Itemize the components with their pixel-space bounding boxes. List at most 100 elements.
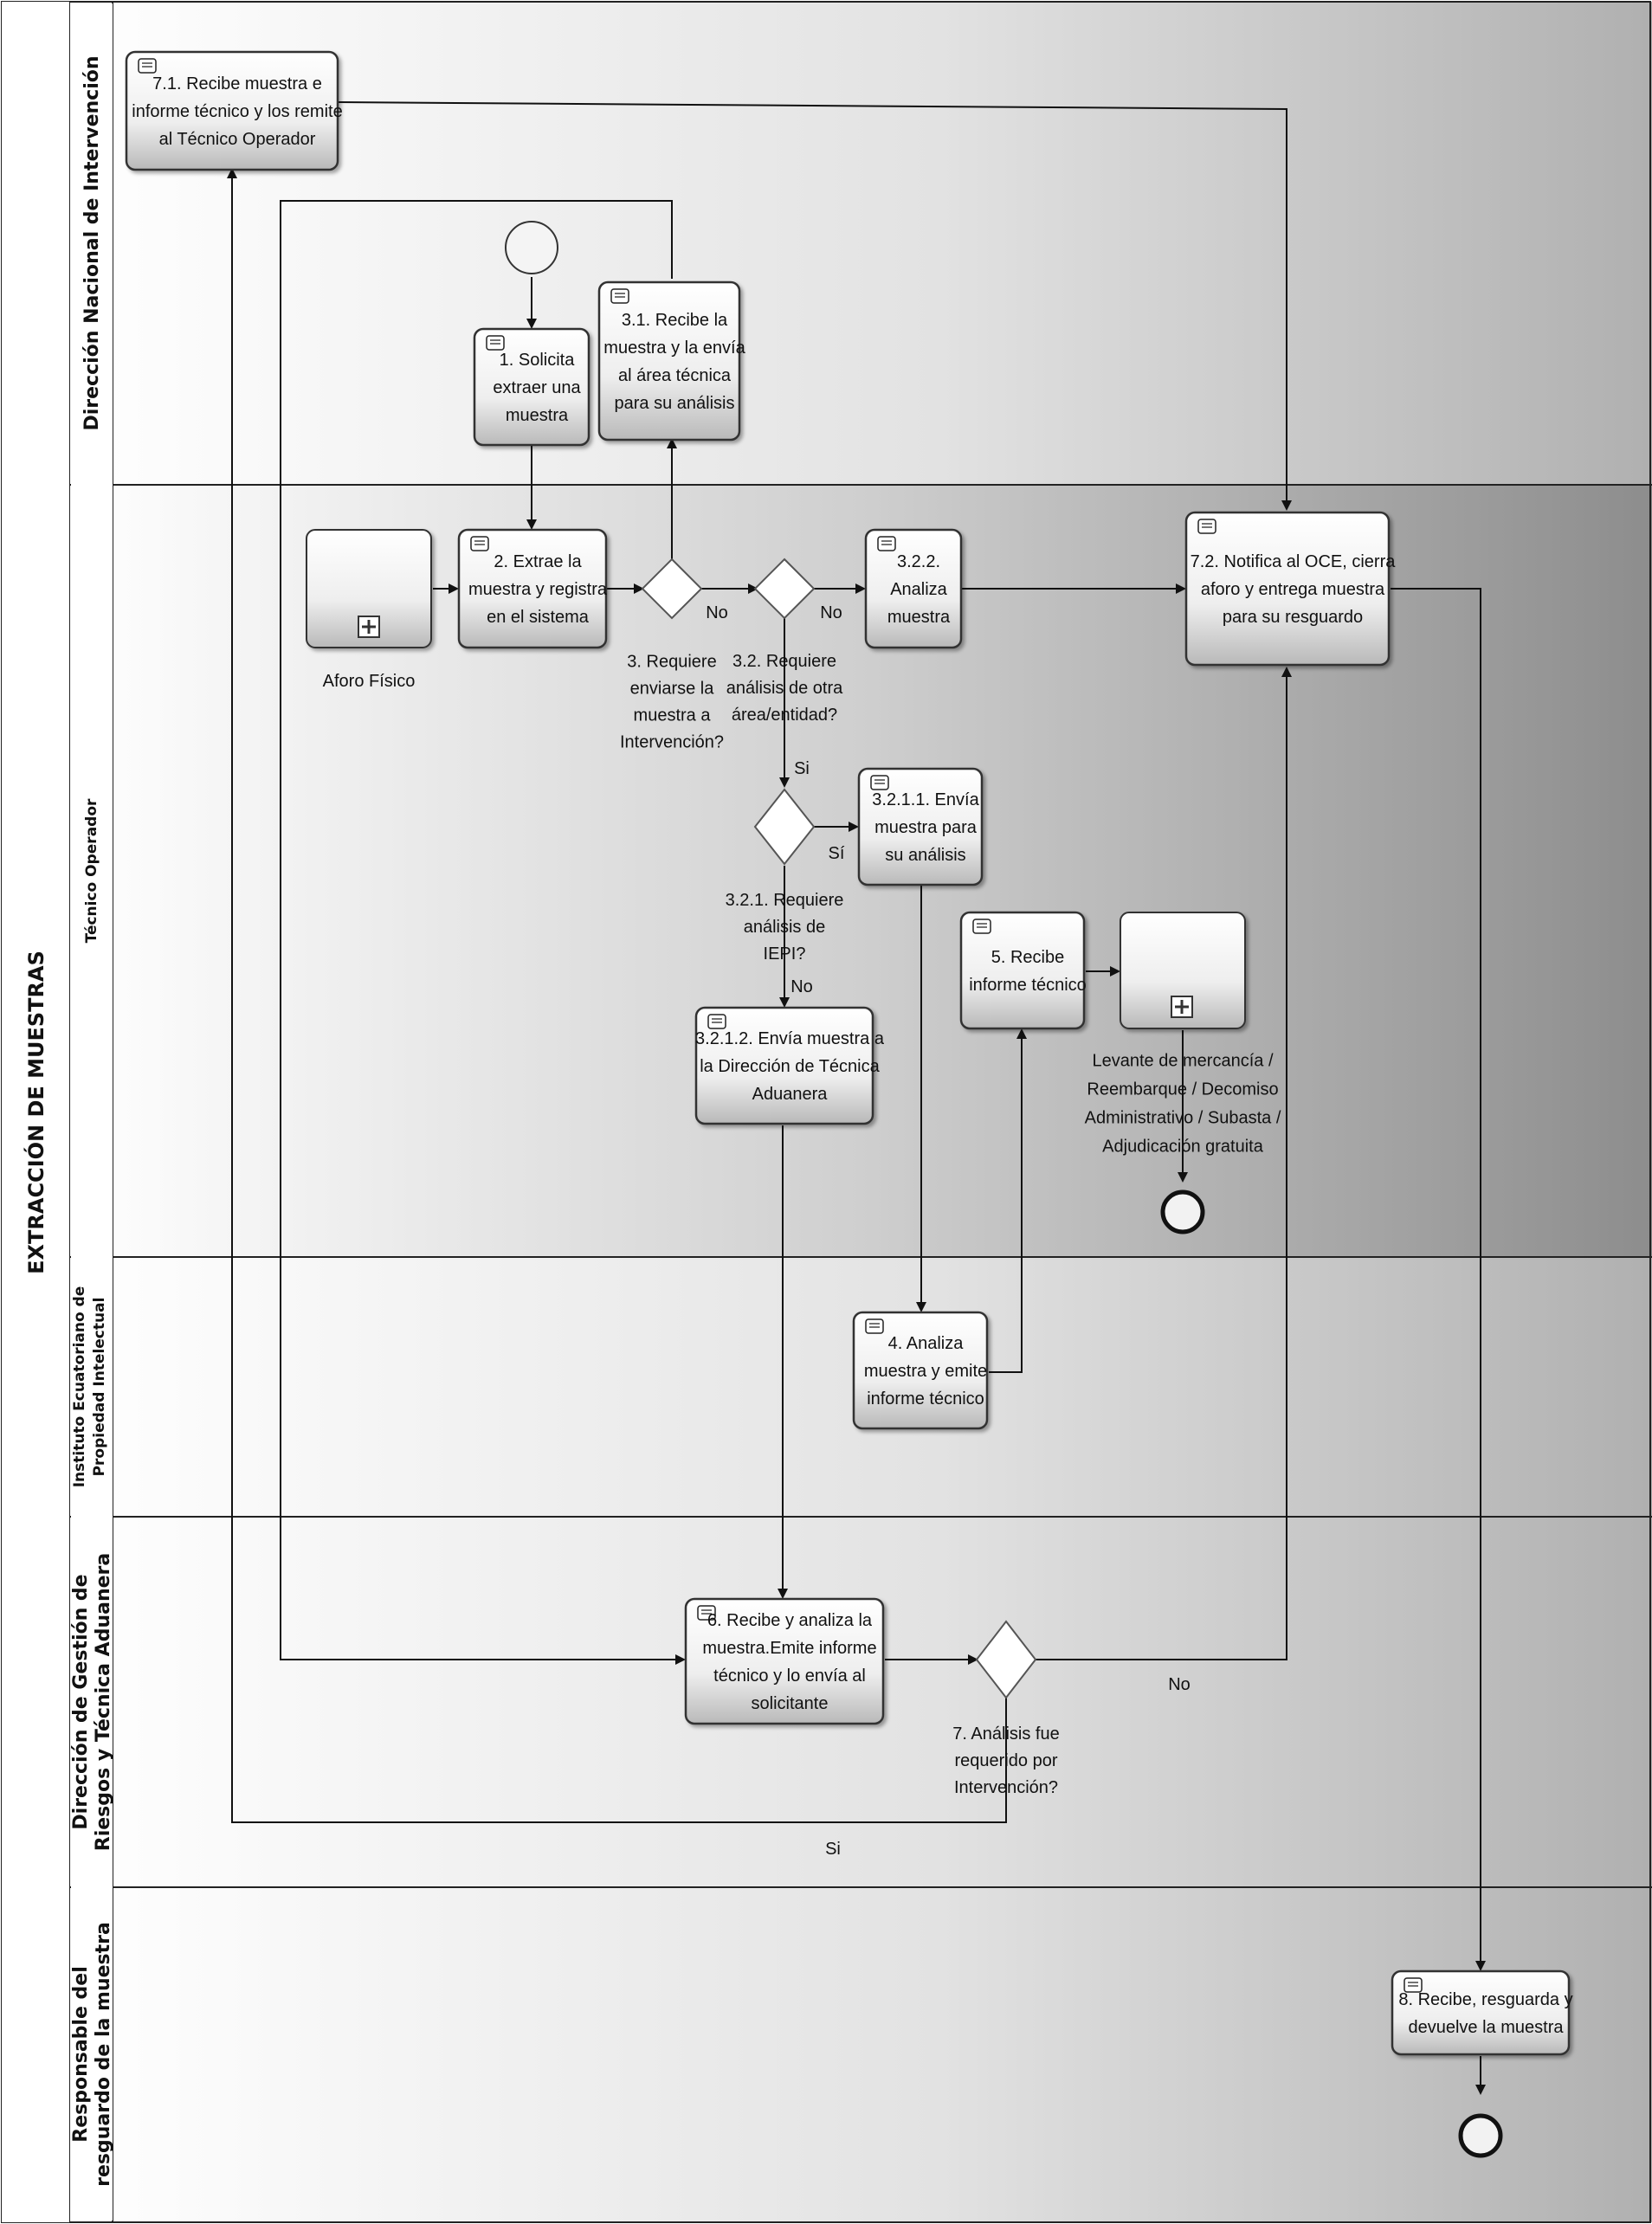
- subprocess-levante-box: [1120, 912, 1246, 1029]
- task-marker-icon-lines: [977, 923, 987, 928]
- task-t3211-label-line: 3.2.1.1. Envía: [872, 790, 979, 809]
- gateway-7-label-line: requerido por: [955, 1751, 1058, 1770]
- gateway-3-label-line: 3. Requiere: [627, 653, 716, 672]
- lane-label-dgr-2: Riesgos y Técnica Aduanera: [93, 1553, 114, 1851]
- subprocess-levante[interactable]: [1120, 912, 1246, 1029]
- subprocess-levante-label-line: Administrativo / Subasta /: [1085, 1109, 1281, 1128]
- task-t3211-label-line: su análisis: [885, 846, 965, 865]
- gateway-7-label-line: Intervención?: [954, 1778, 1058, 1797]
- task-t8-box: [1391, 1969, 1571, 2056]
- task-marker-icon: [1404, 1977, 1423, 1993]
- task-t2-label-line: en el sistema: [487, 608, 590, 627]
- subprocess-aforo-label-line: Aforo Físico: [323, 672, 416, 691]
- task-marker-icon-lines: [869, 1323, 880, 1328]
- task-t71-box: [125, 50, 339, 171]
- task-t322[interactable]: 3.2.2. Analiza muestra: [864, 528, 963, 649]
- subprocess-levante-label-line: Reembarque / Decomiso: [1087, 1080, 1278, 1099]
- task-t31-label-line: al área técnica: [618, 366, 732, 385]
- flow-label-g7-no: No: [1168, 1675, 1191, 1694]
- task-marker-icon: [610, 288, 629, 304]
- task-marker-icon: [486, 335, 505, 351]
- subprocess-aforo[interactable]: [306, 529, 432, 648]
- flow-label-g3-no: No: [706, 603, 728, 622]
- task-marker-icon-lines: [712, 1018, 722, 1023]
- task-t3212-label-line: 3.2.1.2. Envía muestra a: [695, 1029, 885, 1048]
- task-t322-box: [864, 528, 963, 649]
- task-t6-label-line: técnico y lo envía al: [713, 1666, 866, 1686]
- pool-title: EXTRACCIÓN DE MUESTRAS: [23, 951, 48, 1274]
- task-t31-label-line: para su análisis: [615, 394, 735, 413]
- task-t8-label-line: devuelve la muestra: [1409, 2018, 1565, 2037]
- flow-71-to-72: [337, 101, 1292, 511]
- task-marker-icon: [1197, 519, 1216, 534]
- task-t6-label: 6. Recibe y analiza la muestra.Emite info…: [702, 1611, 876, 1713]
- task-t322-label-line: Analiza: [890, 580, 947, 599]
- task-t71-label-line: 7.1. Recibe muestra e: [152, 74, 322, 93]
- flow-label-g32-no: No: [820, 603, 842, 622]
- subprocess-aforo-box: [306, 529, 432, 648]
- task-t31-box: [597, 280, 741, 442]
- task-marker-icon-lines: [1408, 1982, 1418, 1987]
- task-t4-label-line: informe técnico: [867, 1389, 984, 1409]
- lane-label-dni: Dirección Nacional de Intervención: [81, 55, 103, 430]
- lane-label-iepi-2: Propiedad Intelectual: [91, 1298, 108, 1477]
- task-t6-label-line: muestra.Emite informe: [702, 1639, 876, 1658]
- task-marker-icon: [138, 58, 157, 74]
- gateway-3-2-1-label-line: análisis de: [744, 918, 826, 937]
- task-t5-label-line: informe técnico: [969, 976, 1087, 995]
- task-t6-label-line: solicitante: [752, 1694, 829, 1713]
- task-t4-box: [852, 1311, 989, 1430]
- task-marker-icon-lines: [142, 62, 152, 68]
- task-t2-label-line: 2. Extrae la: [494, 552, 582, 571]
- task-marker-icon-lines: [615, 293, 625, 298]
- task-t6-label-line: 6. Recibe y analiza la: [707, 1611, 873, 1630]
- gateway-3: [641, 558, 703, 620]
- flow-g7-to-72: [1036, 667, 1292, 1660]
- task-t3212-box: [694, 1006, 874, 1125]
- task-t3211[interactable]: 3.2.1.1. Envía muestra para su análisis: [857, 767, 984, 886]
- task-t1-label-line: muestra: [506, 406, 569, 425]
- task-t4-label-line: 4. Analiza: [888, 1334, 965, 1353]
- task-marker-icon-lines: [874, 779, 885, 784]
- gateway-7-label-line: 7. Análisis fue: [952, 1724, 1059, 1744]
- subprocess-levante-label: Levante de mercancía /Reembarque / Decom…: [1085, 1052, 1281, 1157]
- task-t3211-label-line: muestra para: [874, 818, 978, 837]
- task-marker-icon: [972, 919, 991, 934]
- task-marker-icon-lines: [474, 540, 485, 545]
- plus-icon-glyph: [362, 620, 376, 634]
- flow-4-to-5: [989, 1028, 1027, 1373]
- end-event-levante: [1160, 1189, 1205, 1234]
- task-marker-icon: [877, 536, 896, 551]
- sequence-flows: [227, 101, 1486, 2095]
- task-t5-box: [959, 911, 1086, 1030]
- subprocess-levante-label-line: Adjudicación gratuita: [1102, 1138, 1264, 1157]
- gateway-3-2-1-label-line: 3.2.1. Requiere: [726, 891, 844, 910]
- subprocess-aforo-label: Aforo Físico: [323, 672, 416, 691]
- lane-label-iepi-1: Instituto Ecuatoriano de: [71, 1286, 88, 1488]
- plus-icon-glyph: [1175, 1000, 1189, 1014]
- task-t322-label-line: muestra: [887, 608, 951, 627]
- task-t6[interactable]: 6. Recibe y analiza la muestra.Emite info…: [684, 1597, 885, 1725]
- task-marker-icon-lines: [1202, 523, 1212, 528]
- task-t322-label-line: 3.2.2.: [897, 552, 940, 571]
- gateway-3-2-label-line: análisis de otra: [726, 679, 843, 698]
